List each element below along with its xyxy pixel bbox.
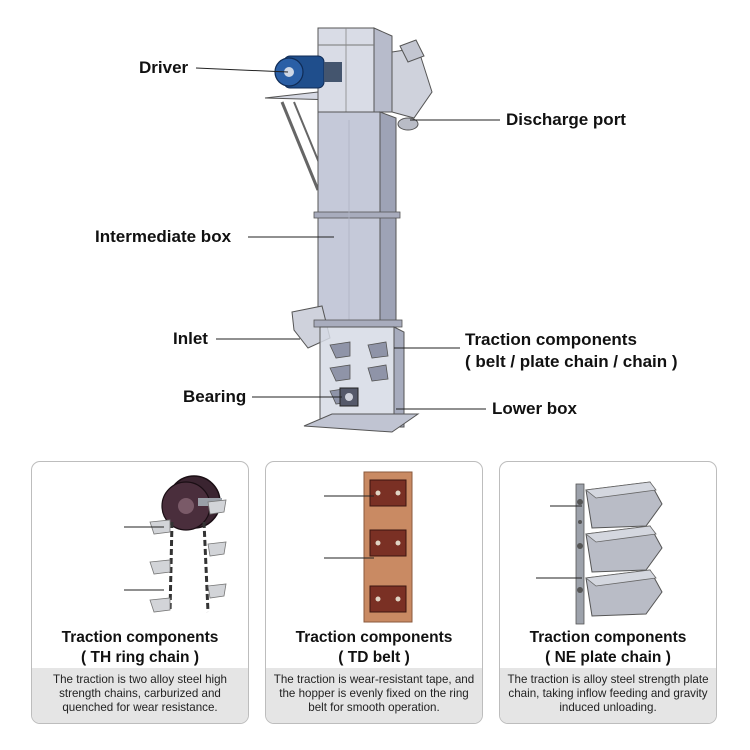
card-th-ring-chain: Traction components ( TH ring chain ) Th… [31,461,249,724]
card-description: The traction is two alloy steel high str… [32,668,248,723]
card-title: Traction components [61,629,219,646]
intermediate-box [313,111,401,328]
label-discharge-port: Discharge port [506,110,626,129]
driver-motor [274,55,342,89]
label-inlet: Inlet [173,329,208,348]
card-subtitle: ( NE plate chain ) [545,649,671,666]
plate-chain-illustration [536,481,663,625]
label-intermediate-box: Intermediate box [95,227,232,246]
card-subtitle: ( TD belt ) [338,649,410,666]
card-subtitle: ( TH ring chain ) [81,649,199,666]
label-bearing: Bearing [183,387,247,406]
discharge-port [391,39,433,131]
card-description: The traction is wear-resistant tape, and… [266,668,482,723]
belt-illustration [324,471,413,623]
ring-chain-illustration [124,475,227,613]
label-lower-box: Lower box [492,399,578,418]
label-driver: Driver [139,58,189,77]
label-traction-components: Traction components [465,330,637,349]
card-td-belt: Traction components ( TD belt ) The trac… [265,461,483,724]
leader-lines [195,67,500,410]
card-ne-plate-chain: Traction components ( NE plate chain ) T… [499,461,717,724]
card-title: Traction components [529,629,687,646]
lower-box [303,326,420,433]
card-title: Traction components [295,629,453,646]
bucket-elevator-drawing [195,27,500,433]
label-traction-types: ( belt / plate chain / chain ) [465,352,678,371]
card-description: The traction is alloy steel strength pla… [500,668,716,723]
